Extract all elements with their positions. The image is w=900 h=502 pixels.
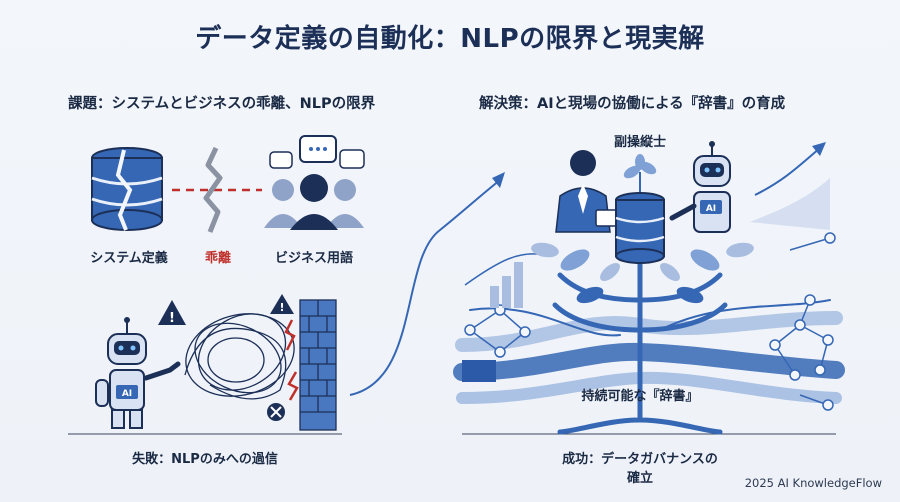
close-icon xyxy=(267,403,285,421)
copilot-label: 副操縦士 xyxy=(613,135,666,150)
network-icon xyxy=(464,294,834,411)
success-caption: 成功：データガバナンスの確立 xyxy=(562,452,718,486)
brick-wall-icon xyxy=(299,299,337,431)
bar-chart-icon xyxy=(490,262,523,308)
gap-label: 乖離 xyxy=(204,251,231,266)
page-title: データ定義の自動化：NLPの限界と現実解 xyxy=(195,24,705,54)
data-stream xyxy=(453,299,845,404)
database-icon xyxy=(91,147,163,231)
tree-icon xyxy=(531,242,754,435)
trend-arrow xyxy=(754,147,821,196)
stream-bar xyxy=(462,360,496,382)
people-icon xyxy=(264,174,364,230)
robot-icon: AI xyxy=(95,317,181,429)
warning-icon: ! ! xyxy=(158,294,294,326)
footer-credit: 2025 AI KnowledgeFlow xyxy=(744,476,882,490)
crack-icon xyxy=(203,146,223,233)
speech-bubble-icon xyxy=(269,135,365,169)
person-icon xyxy=(555,150,619,233)
tangle-icon xyxy=(184,313,295,400)
svg-text:!: ! xyxy=(169,311,175,326)
dictionary-label: 持続可能な『辞書』 xyxy=(581,389,699,404)
impact-mark xyxy=(284,319,296,351)
system-definition-label: システム定義 xyxy=(90,251,168,266)
left-heading: 課題：システムとビジネスの乖離、NLPの限界 xyxy=(68,96,376,112)
failure-caption: 失敗：NLPのみへの過信 xyxy=(132,452,278,467)
svg-text:AI: AI xyxy=(706,204,716,214)
svg-text:!: ! xyxy=(279,301,284,314)
sprout-icon xyxy=(623,154,657,195)
right-heading: 解決策：AIと現場の協働による『辞書』の育成 xyxy=(479,96,786,112)
business-terms-label: ビジネス用語 xyxy=(274,251,353,266)
connector-arrow xyxy=(349,179,501,396)
ai-robot-icon: AI xyxy=(669,141,731,233)
central-database-icon xyxy=(615,192,665,264)
svg-text:AI: AI xyxy=(122,389,132,399)
